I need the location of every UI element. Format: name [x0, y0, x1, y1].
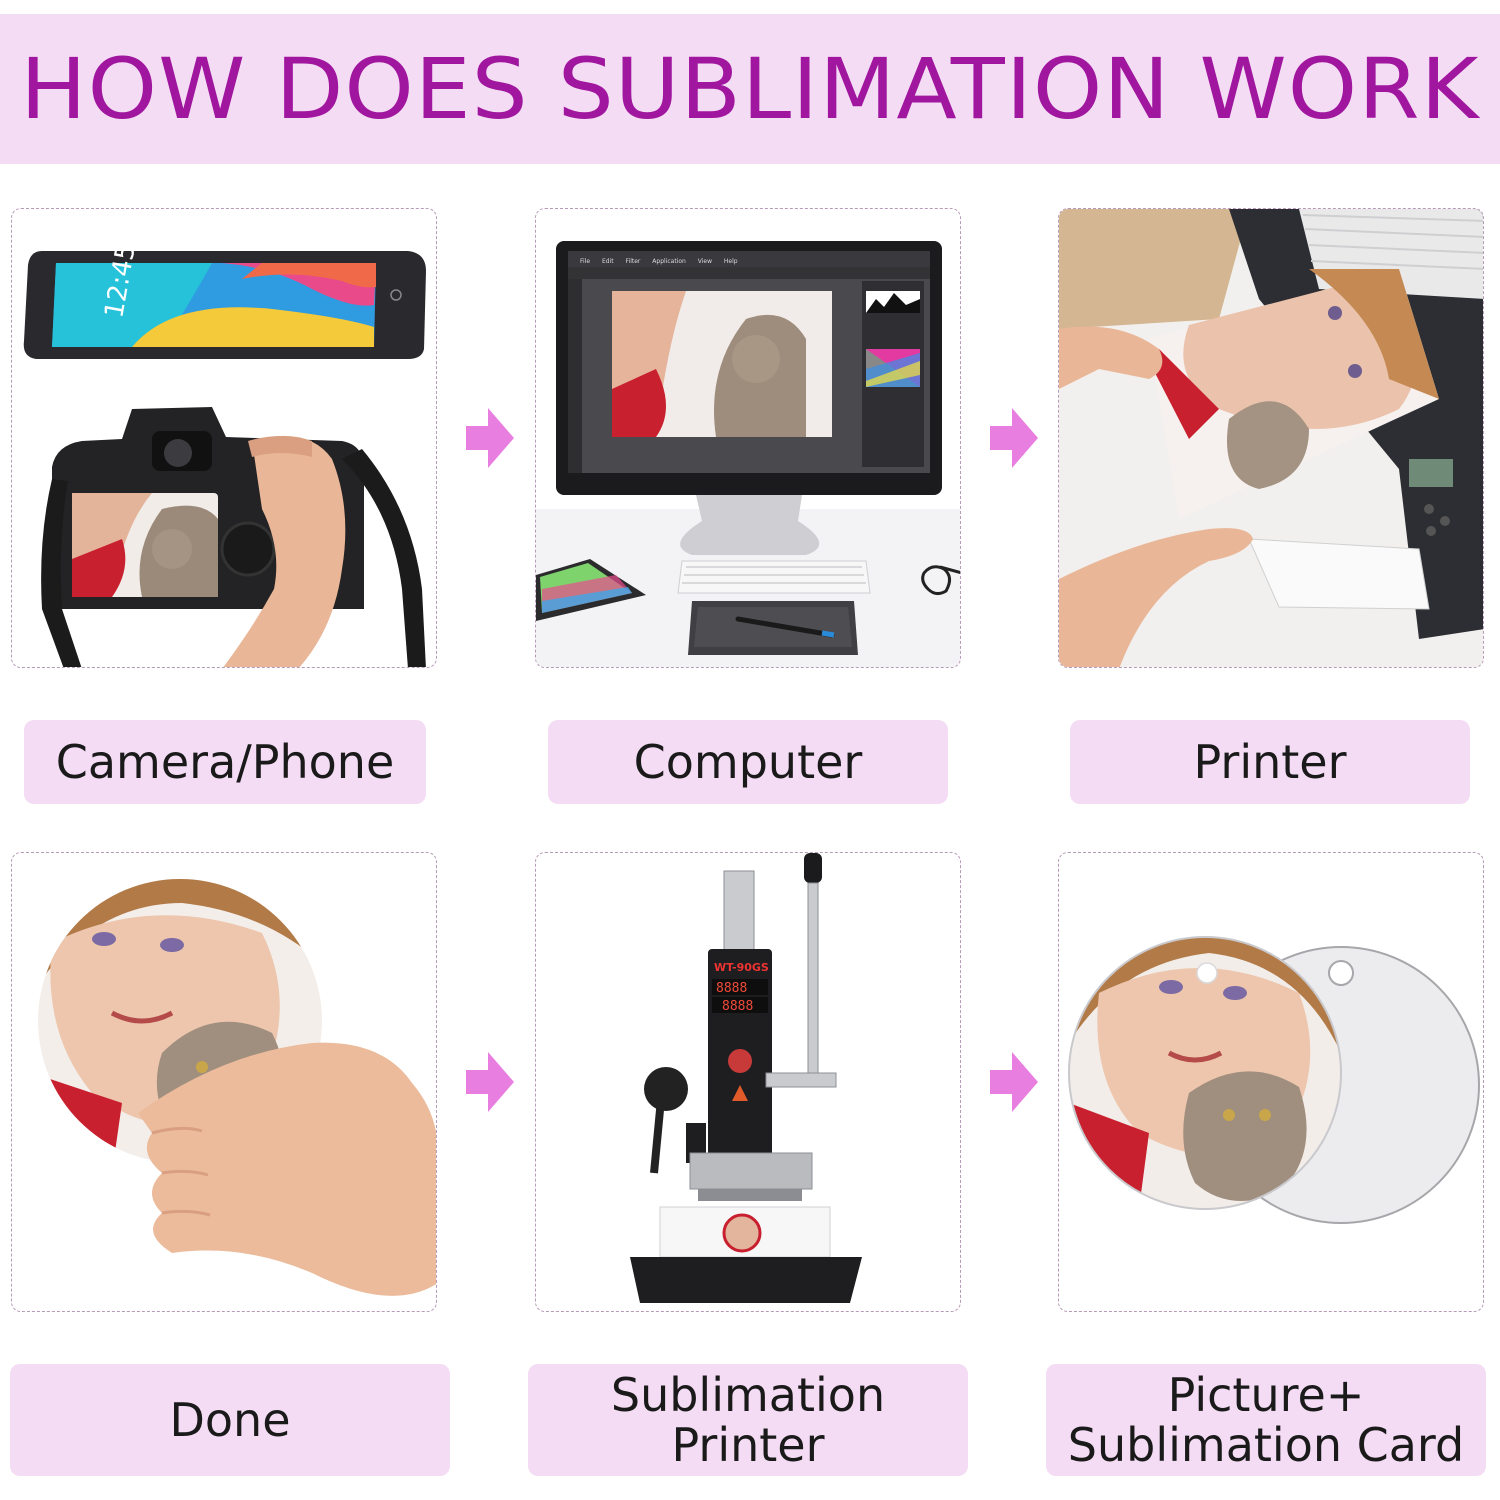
glasses-icon — [921, 565, 960, 596]
svg-text:File Edit Filt: File Edit Filter Application View Help — [580, 258, 738, 265]
label-text: Camera/Phone — [55, 735, 395, 789]
press-model-label: WT-90GS — [714, 961, 769, 974]
label-text-line1: Picture+ — [1167, 1368, 1365, 1422]
label-text: Computer — [633, 735, 863, 789]
menu-edit: Edit — [602, 258, 614, 265]
step-label-computer: Computer — [548, 720, 948, 804]
arrow-right-icon — [466, 1052, 514, 1112]
label-text-line2: Printer — [671, 1418, 825, 1472]
panel-computer: File Edit Filter Application View Help — [535, 208, 961, 668]
menu-file: File — [580, 258, 590, 265]
step-label-sublimation-printer: Sublimation Printer — [528, 1364, 968, 1476]
label-text: Done — [169, 1393, 291, 1447]
menu-application: Application — [652, 258, 686, 265]
press-display-top: 8888 — [716, 981, 747, 996]
step-label-camera-phone: Camera/Phone — [24, 720, 426, 804]
menu-help: Help — [724, 258, 738, 265]
smartphone-image: 12:45 — [23, 241, 426, 359]
color-swatch-book-image — [536, 559, 646, 621]
heat-press-image: WT-90GS 8888 8888 — [630, 853, 862, 1303]
press-display-bottom: 8888 — [722, 999, 753, 1014]
panel-picture-card — [1058, 852, 1484, 1312]
arrow-right-icon — [990, 408, 1038, 468]
panel-done — [11, 852, 437, 1312]
step-label-done: Done — [10, 1364, 450, 1476]
step-label-printer: Printer — [1070, 720, 1470, 804]
step-label-picture-card: Picture+ Sublimation Card — [1046, 1364, 1486, 1476]
panel-camera-phone: 12:45 — [11, 208, 437, 668]
finished-photo-card-image — [38, 879, 322, 1163]
panel-printer — [1058, 208, 1484, 668]
keyboard-image — [677, 560, 871, 594]
hand-image — [138, 1042, 436, 1296]
camera-image — [41, 407, 426, 667]
photo-card-image — [1068, 936, 1342, 1210]
menu-filter: Filter — [626, 258, 641, 265]
page-title: HOW DOES SUBLIMATION WORK — [20, 40, 1480, 138]
label-text-line1: Sublimation — [610, 1368, 886, 1422]
label-text-line2: Sublimation Card — [1067, 1418, 1465, 1472]
menu-view: View — [698, 258, 712, 265]
printed-photo-image — [1149, 269, 1439, 519]
panel-heat-press: WT-90GS 8888 8888 — [535, 852, 961, 1312]
title-banner: HOW DOES SUBLIMATION WORK — [0, 14, 1500, 164]
monitor-image: File Edit Filter Application View Help — [556, 241, 942, 555]
label-text: Printer — [1193, 735, 1347, 789]
drawing-tablet-image — [688, 601, 858, 655]
arrow-right-icon — [990, 1052, 1038, 1112]
arrow-right-icon — [466, 408, 514, 468]
